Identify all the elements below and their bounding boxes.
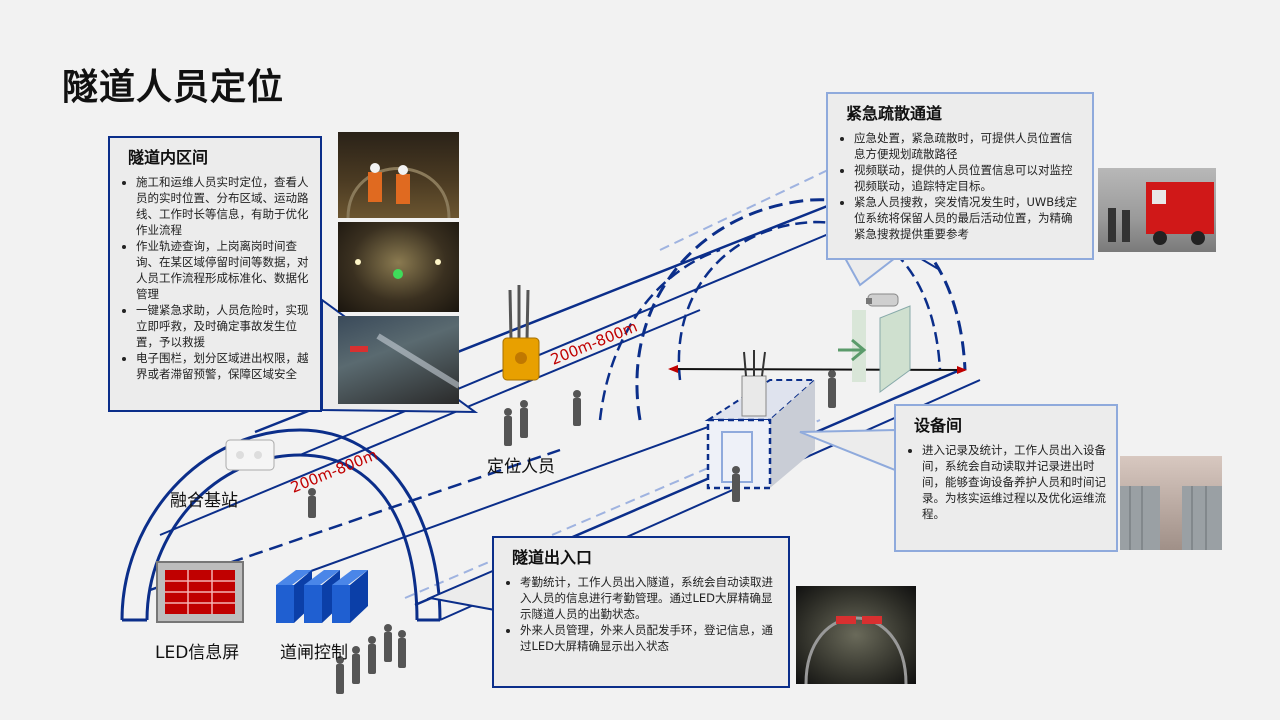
emergency-door: [838, 293, 911, 393]
callout-entrance-list: 考勤统计，工作人员出入隧道，系统会自动读取进入人员的信息进行考勤管理。通过LED…: [506, 574, 778, 654]
callout-tunnel-interior: 隧道内区间 施工和运维人员实时定位，查看人员的实时位置、分布区域、运动路线、工作…: [108, 136, 322, 412]
callout-tunnel-interior-list: 施工和运维人员实时定位，查看人员的实时位置、分布区域、运动路线、工作时长等信息，…: [122, 174, 310, 382]
gate-control: [276, 570, 368, 623]
list-item: 施工和运维人员实时定位，查看人员的实时位置、分布区域、运动路线、工作时长等信息，…: [136, 174, 310, 238]
positioning-antenna: [502, 285, 540, 381]
equipment-room: [704, 350, 818, 490]
locate-person-label: 定位人员: [487, 457, 555, 477]
list-item: 进入记录及统计，工作人员出入设备间，系统会自动读取并记录进出时间，能够查询设备养…: [922, 442, 1106, 522]
list-item: 电子围栏，划分区域进出权限，越界或者滞留预警，保障区域安全: [136, 350, 310, 382]
callout-equipment-list: 进入记录及统计，工作人员出入设备间，系统会自动读取并记录进出时间，能够查询设备养…: [908, 442, 1106, 522]
led-screen-label: LED信息屏: [155, 643, 240, 663]
list-item: 一键紧急求助，人员危险时，实现立即呼救，及时确定事故发生位置，予以救援: [136, 302, 310, 350]
list-item: 外来人员管理，外来人员配发手环，登记信息，通过LED大屏精确显示出入状态: [520, 622, 778, 654]
page-title: 隧道人员定位: [62, 67, 285, 108]
led-screen: [156, 561, 244, 623]
callout-emergency-evacuation: 紧急疏散通道 应急处置，紧急疏散时，可提供人员位置信息方便规划疏散路径 视频联动…: [826, 92, 1094, 260]
list-item: 视频联动，提供的人员位置信息可以对监控视频联动，追踪特定目标。: [854, 162, 1082, 194]
gate-control-label: 道闸控制: [280, 643, 348, 663]
callout-equipment-title: 设备间: [914, 416, 963, 435]
photo-tunnel-construction: [338, 316, 459, 404]
photo-tunnel-interior: [338, 222, 459, 312]
callout-entrance-title: 隧道出入口: [512, 548, 593, 567]
list-item: 应急处置，紧急疏散时，可提供人员位置信息方便规划疏散路径: [854, 130, 1082, 162]
list-item: 作业轨迹查询，上岗离岗时间查询、在某区域停留时间等数据，对人员工作流程形成标准化…: [136, 238, 310, 302]
fusion-base-station: [225, 439, 275, 471]
photo-equipment-room: [1120, 456, 1222, 550]
callout-emergency-title: 紧急疏散通道: [846, 104, 943, 123]
list-item: 紧急人员搜救，突发情况发生时，UWB线定位系统将保留人员的最后活动位置，为精确紧…: [854, 194, 1082, 242]
list-item: 考勤统计，工作人员出入隧道，系统会自动读取进入人员的信息进行考勤管理。通过LED…: [520, 574, 778, 622]
dimension-line: [668, 365, 967, 374]
callout-tunnel-interior-title: 隧道内区间: [128, 148, 209, 167]
callout-equipment-room: 设备间 进入记录及统计，工作人员出入设备间，系统会自动读取并记录进出时间，能够查…: [894, 404, 1118, 552]
callout-emergency-list: 应急处置，紧急疏散时，可提供人员位置信息方便规划疏散路径 视频联动，提供的人员位…: [840, 130, 1082, 242]
workers: [308, 370, 836, 694]
fusion-station-label: 融合基站: [170, 491, 238, 511]
photo-fire-truck: [1098, 168, 1216, 252]
photo-tunnel-workers: [338, 132, 459, 218]
photo-tunnel-entrance: [796, 586, 916, 684]
callout-tunnel-entrance: 隧道出入口 考勤统计，工作人员出入隧道，系统会自动读取进入人员的信息进行考勤管理…: [492, 536, 790, 688]
